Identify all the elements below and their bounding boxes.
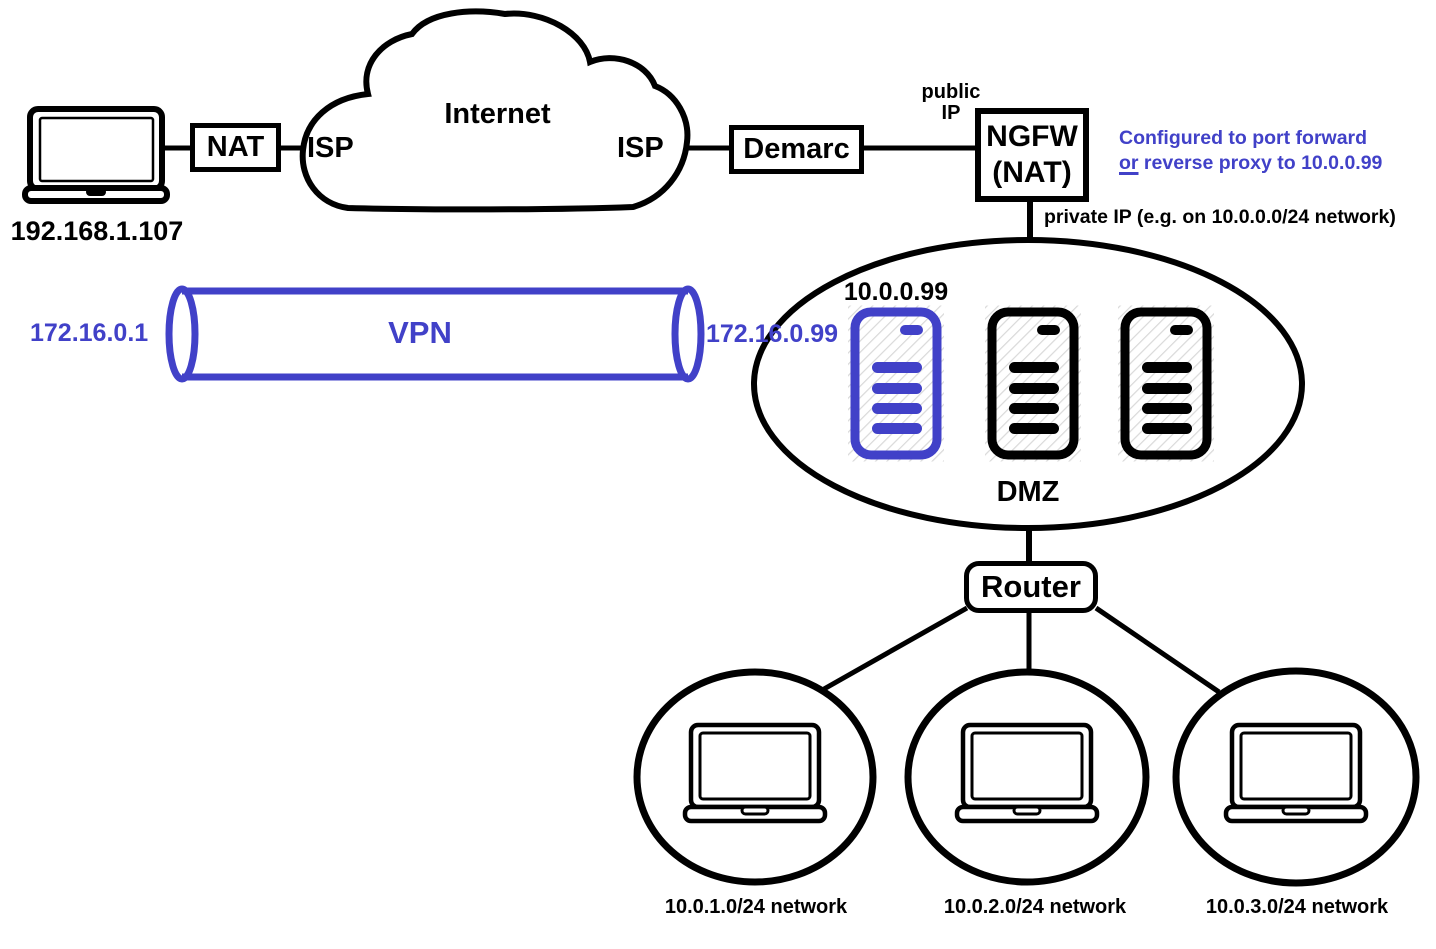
- private-ip-note: private IP (e.g. on 10.0.0.0/24 network): [1044, 206, 1396, 228]
- link-router-net3: [1094, 605, 1221, 695]
- internet-label: Internet: [444, 98, 551, 130]
- vpn-left-ip-label: 172.16.0.1: [30, 319, 149, 347]
- ngfw-box-line1: NGFW: [986, 120, 1078, 153]
- demarc-box-label: Demarc: [743, 133, 850, 165]
- vpn-label: VPN: [388, 315, 452, 350]
- ngfw-annotation-line2: or reverse proxy to 10.0.0.99: [1119, 151, 1382, 176]
- isp-right-label: ISP: [617, 132, 664, 164]
- net3-label: 10.0.3.0/24 network: [1205, 896, 1389, 918]
- vpn-right-ip-label: 172.16.0.99: [706, 320, 839, 348]
- vpn-tunnel-icon: [165, 285, 705, 383]
- laptop-icon-client: [25, 109, 167, 201]
- net2-label: 10.0.2.0/24 network: [943, 896, 1127, 918]
- public-ip-label: public IP: [901, 82, 1001, 124]
- dmz-label: DMZ: [996, 476, 1060, 508]
- ngfw-annotation-or: or: [1119, 152, 1139, 174]
- net1-label: 10.0.1.0/24 network: [664, 896, 848, 918]
- internet-cloud-icon: [299, 8, 691, 213]
- public-ip-line2: IP: [941, 102, 961, 124]
- dmz-server-ip-label: 10.0.0.99: [843, 278, 949, 306]
- public-ip-line1: public: [921, 81, 981, 103]
- server-icon-dmz-1: [848, 306, 944, 462]
- ngfw-box: NGFW (NAT): [975, 108, 1089, 202]
- server-icon-dmz-3: [1118, 306, 1214, 462]
- router-box-label: Router: [981, 569, 1081, 604]
- vpn-tunnel-left-end: [165, 285, 199, 383]
- ngfw-annotation: Configured to port forward or reverse pr…: [1119, 126, 1382, 176]
- laptop-icon-net3: [1226, 725, 1366, 821]
- demarc-box: Demarc: [729, 125, 864, 174]
- nat-box: NAT: [190, 123, 281, 172]
- client-ip-label: 192.168.1.107: [10, 216, 184, 246]
- link-router-net1: [822, 605, 969, 692]
- ngfw-annotation-line1: Configured to port forward: [1119, 127, 1368, 149]
- nat-box-label: NAT: [206, 131, 265, 163]
- server-icon-dmz-2: [985, 306, 1081, 462]
- router-box: Router: [964, 561, 1098, 613]
- laptop-icon-net1: [685, 725, 825, 821]
- ngfw-annotation-line2-rest: reverse proxy to 10.0.0.99: [1138, 152, 1383, 174]
- vpn-tunnel-right-end: [671, 285, 705, 383]
- laptop-icon-net2: [957, 725, 1097, 821]
- isp-left-label: ISP: [307, 132, 354, 164]
- ngfw-box-line2: (NAT): [992, 156, 1072, 189]
